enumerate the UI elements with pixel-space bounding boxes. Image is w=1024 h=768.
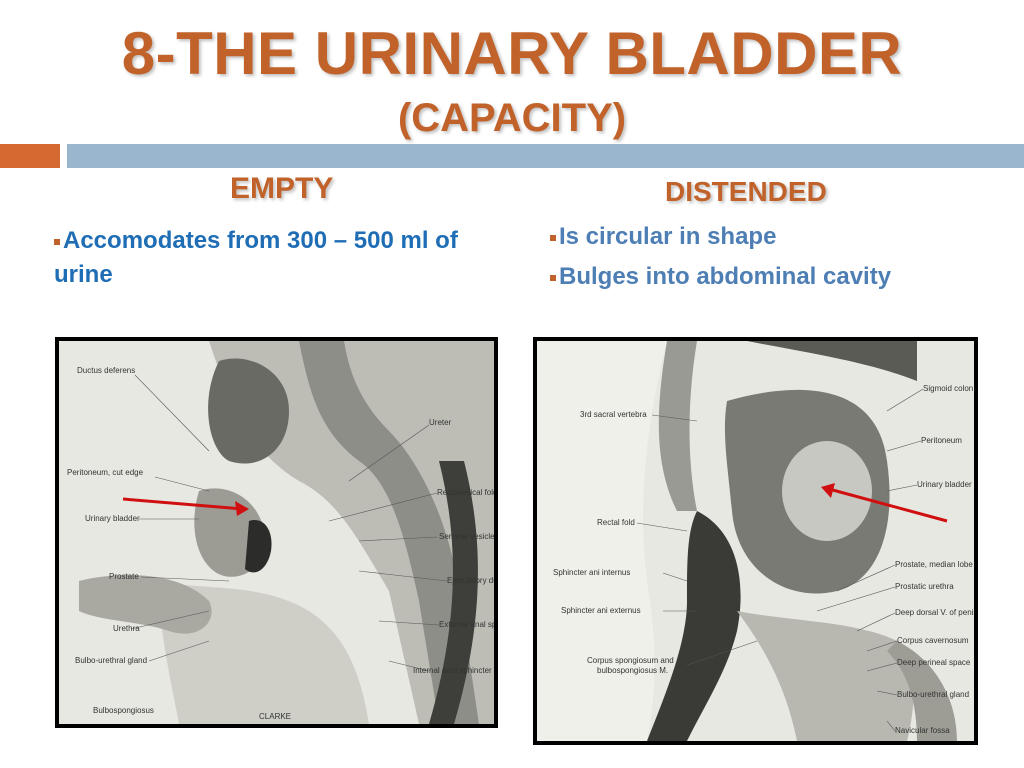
label-rectovesical-fold: Rectovesical fold <box>437 488 494 497</box>
accent-bar-blue <box>67 144 1024 168</box>
empty-bullet: Accomodates from 300 – 500 ml of urine <box>54 224 514 292</box>
label-prostate: Prostate <box>109 572 139 581</box>
label-urinary-bladder: Urinary bladder <box>85 514 140 523</box>
accent-bar-orange <box>0 144 60 168</box>
bullet-icon <box>54 238 60 245</box>
label-sphincter-ani-externus: Sphincter ani externus <box>561 606 641 615</box>
label-bulbospongiosus-m: bulbospongiosus M. <box>597 666 668 675</box>
label-deep-dorsal-v-of-penis: Deep dorsal V. of penis <box>895 608 974 617</box>
label-internal-anal-sphincter: Internal anal sphincter <box>413 666 492 675</box>
label-urethra: Urethra <box>113 624 140 633</box>
label-corpus-spongiosum: Corpus spongiosum and <box>587 656 674 665</box>
empty-bladder-figure: Ductus deferens Peritoneum, cut edge Uri… <box>55 337 498 728</box>
distended-bullet-text-1: Is circular in shape <box>559 223 777 250</box>
label-prostatic-urethra: Prostatic urethra <box>895 582 954 591</box>
label-ureter: Ureter <box>429 418 452 427</box>
distended-heading: DISTENDED <box>665 176 827 207</box>
distended-bladder-illustration: 3rd sacral vertebra Rectal fold Sphincte… <box>537 341 974 741</box>
label-navicular-fossa: Navicular fossa <box>895 726 950 735</box>
distended-bullet-2: Bulges into abdominal cavity <box>550 260 891 294</box>
slide-title: 8-THE URINARY BLADDER <box>121 20 903 87</box>
label-deep-perineal-space: Deep perineal space <box>897 658 971 667</box>
label-seminal-vesicle: Seminal vesicle <box>439 532 494 541</box>
label-3rd-sacral-vertebra: 3rd sacral vertebra <box>580 410 647 419</box>
bullet-icon <box>550 274 556 281</box>
empty-bladder-illustration: Ductus deferens Peritoneum, cut edge Uri… <box>59 341 494 724</box>
distended-bullet-1: Is circular in shape <box>550 220 776 254</box>
label-bulbo-urethral-gland: Bulbo-urethral gland <box>897 690 969 699</box>
label-ductus-deferens: Ductus deferens <box>77 366 135 375</box>
label-rectal-fold: Rectal fold <box>597 518 635 527</box>
label-peritoneum: Peritoneum <box>921 436 962 445</box>
label-sphincter-ani-internus: Sphincter ani internus <box>553 568 630 577</box>
empty-bullet-text: Accomodates from 300 – 500 ml of urine <box>54 227 458 288</box>
label-corpus-cavernosum: Corpus cavernosum <box>897 636 969 645</box>
artist-signature: CLARKE <box>259 712 291 721</box>
label-ejaculatory-duct: Ejaculatory duct <box>447 576 494 585</box>
bullet-icon <box>550 234 556 241</box>
label-prostate-median-lobe: Prostate, median lobe <box>895 560 973 569</box>
label-bulbospongiosus: Bulbospongiosus <box>93 706 154 715</box>
distended-bladder-figure: 3rd sacral vertebra Rectal fold Sphincte… <box>533 337 978 745</box>
empty-heading: EMPTY <box>230 172 334 205</box>
slide-subtitle: (CAPACITY) <box>397 96 627 140</box>
distended-bullet-text-2: Bulges into abdominal cavity <box>559 263 892 290</box>
label-peritoneum-cut-edge: Peritoneum, cut edge <box>67 468 144 477</box>
label-sigmoid-colon: Sigmoid colon <box>923 384 973 393</box>
label-urinary-bladder: Urinary bladder <box>917 480 972 489</box>
label-external-anal-sphincter: External anal sphincter <box>439 620 494 629</box>
label-bulbo-urethral-gland: Bulbo-urethral gland <box>75 656 147 665</box>
